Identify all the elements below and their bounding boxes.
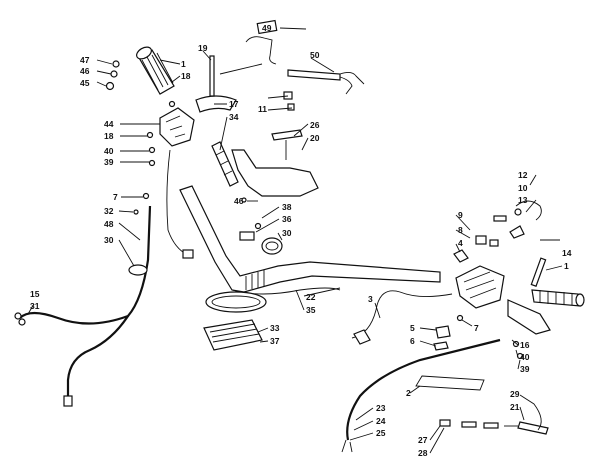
callout-3: 3 <box>368 294 373 304</box>
left-cable <box>14 149 194 407</box>
callout-labels: 47 46 45 1 18 19 49 50 11 17 34 26 20 44… <box>30 23 572 458</box>
callout-14: 14 <box>562 248 572 258</box>
center-bracket <box>211 141 239 187</box>
callout-8: 8 <box>458 225 463 235</box>
callout-17: 17 <box>229 99 239 109</box>
callout-25: 25 <box>376 428 386 438</box>
callout-33: 33 <box>270 323 280 333</box>
right-cable <box>341 290 501 453</box>
callout-34: 34 <box>229 112 239 122</box>
callout-43: 46 <box>80 66 90 76</box>
callout-27: 27 <box>418 435 428 445</box>
callout-12: 12 <box>518 170 528 180</box>
callout-45: 48 <box>104 219 114 229</box>
callout-4: 4 <box>458 238 463 248</box>
callout-39-right: 39 <box>520 364 530 374</box>
callout-1-left: 1 <box>181 59 186 69</box>
callout-18-top: 18 <box>181 71 191 81</box>
handlebar <box>179 185 441 295</box>
top-wiring <box>219 19 365 111</box>
right-grip <box>531 289 585 307</box>
callout-40-left: 40 <box>104 146 114 156</box>
callout-9: 9 <box>458 210 463 220</box>
callout-47: 49 <box>262 23 272 33</box>
callout-18-left: 18 <box>104 131 114 141</box>
callout-29: 29 <box>510 389 520 399</box>
callout-46: 46 <box>234 196 244 206</box>
callout-31: 31 <box>30 301 40 311</box>
callout-28: 28 <box>418 448 428 458</box>
small-parts-left <box>105 55 215 200</box>
callout-35: 35 <box>306 305 316 315</box>
callout-23: 23 <box>376 403 386 413</box>
callout-6: 6 <box>410 336 415 346</box>
callout-49: 11 <box>258 104 267 114</box>
callout-30-center: 30 <box>282 228 292 238</box>
callout-42: 45 <box>80 78 90 88</box>
center-small-parts <box>239 197 283 255</box>
callout-22: 22 <box>306 292 316 302</box>
callout-26: 26 <box>310 120 320 130</box>
callout-15: 15 <box>30 289 40 299</box>
leader-lines <box>27 27 563 454</box>
callout-32: 32 <box>104 206 114 216</box>
callout-36: 37 <box>270 336 280 346</box>
callout-20: 20 <box>310 133 320 143</box>
callout-44: 47 <box>80 55 90 65</box>
callout-19: 19 <box>198 43 208 53</box>
lower-right-parts <box>439 419 549 435</box>
callout-2: 2 <box>406 388 411 398</box>
callout-21: 21 <box>510 402 520 412</box>
callout-10: 10 <box>518 183 528 193</box>
callout-41: 44 <box>104 119 114 129</box>
callout-1-right: 1 <box>564 261 569 271</box>
callout-37: 36 <box>282 214 292 224</box>
callout-38-center: 38 <box>282 202 292 212</box>
callout-16: 16 <box>520 340 530 350</box>
handlebar-pad <box>231 129 319 197</box>
right-throttle-housing <box>453 249 551 335</box>
left-grip <box>136 46 175 95</box>
callout-5: 5 <box>410 323 415 333</box>
callout-39-left: 39 <box>104 157 114 167</box>
callout-48: 50 <box>310 50 320 60</box>
callout-7-right: 7 <box>474 323 479 333</box>
callout-40-right: 40 <box>520 352 530 362</box>
callout-30-left: 30 <box>104 235 114 245</box>
callout-13: 13 <box>518 195 528 205</box>
cover-and-band <box>203 291 267 351</box>
right-small-parts <box>456 200 547 360</box>
callout-7-left: 7 <box>113 192 118 202</box>
callout-24: 24 <box>376 416 386 426</box>
